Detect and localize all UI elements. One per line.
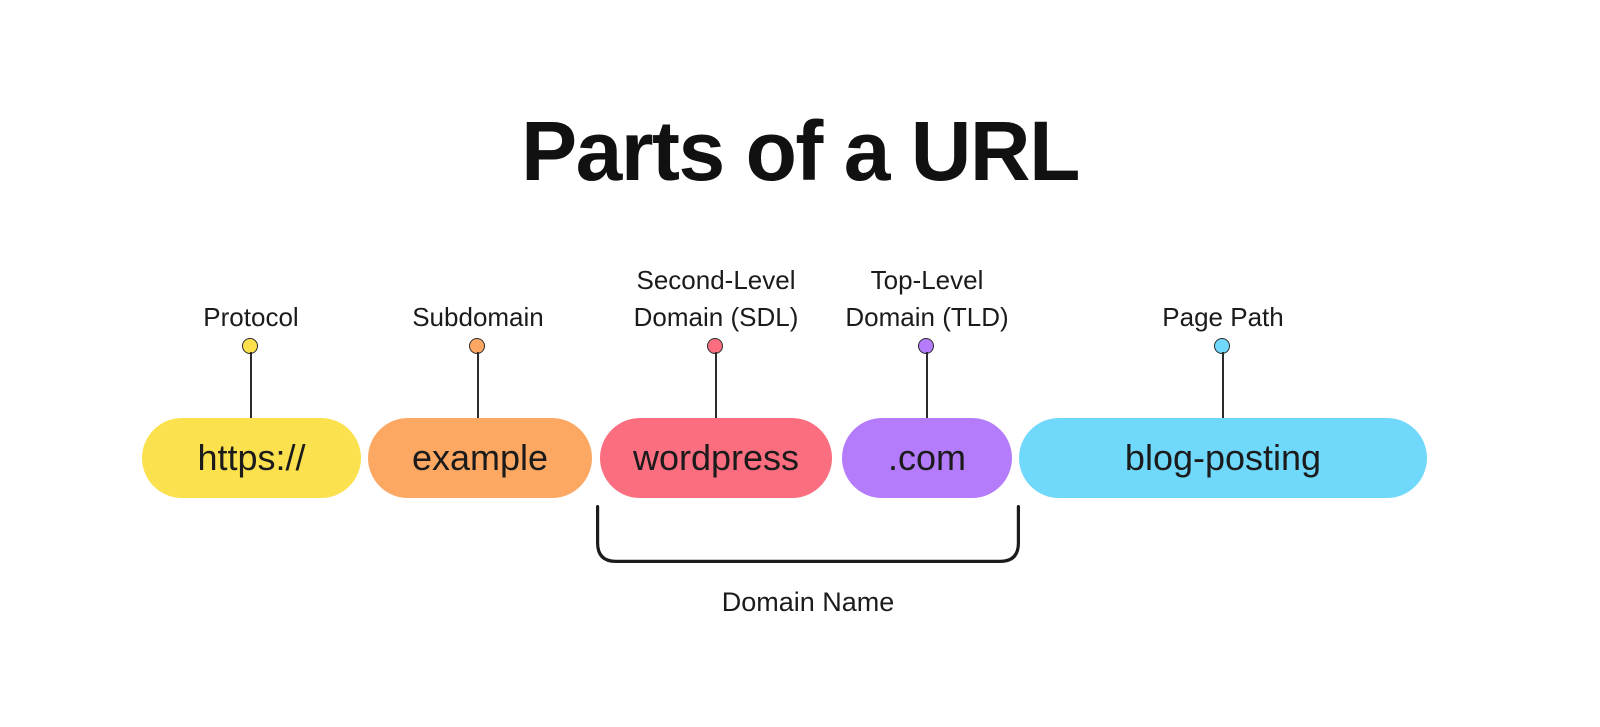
- callout-label-top-level-domain: Top-Level Domain (TLD): [845, 265, 1009, 332]
- url-pill-protocol[interactable]: https://: [142, 418, 361, 498]
- url-pill-subdomain[interactable]: example: [368, 418, 592, 498]
- callout-label-second-level-domain: Second-Level Domain (SDL): [633, 265, 799, 332]
- page-title: Parts of a URL: [521, 104, 1080, 198]
- domain-name-bracket: [596, 505, 1020, 563]
- callout-label-subdomain: Subdomain: [412, 302, 544, 332]
- pin-stem-protocol: [250, 352, 252, 418]
- url-pill-top-level-domain[interactable]: .com: [842, 418, 1012, 498]
- pin-stem-top-level-domain: [926, 352, 928, 418]
- pin-stem-second-level-domain: [715, 352, 717, 418]
- callout-label-protocol: Protocol: [203, 302, 299, 332]
- pin-stem-subdomain: [477, 352, 479, 418]
- url-pill-page-path[interactable]: blog-posting: [1019, 418, 1427, 498]
- domain-name-label: Domain Name: [721, 587, 895, 617]
- url-pill-second-level-domain[interactable]: wordpress: [600, 418, 832, 498]
- pin-stem-page-path: [1222, 352, 1224, 418]
- callout-label-page-path: Page Path: [1162, 302, 1284, 332]
